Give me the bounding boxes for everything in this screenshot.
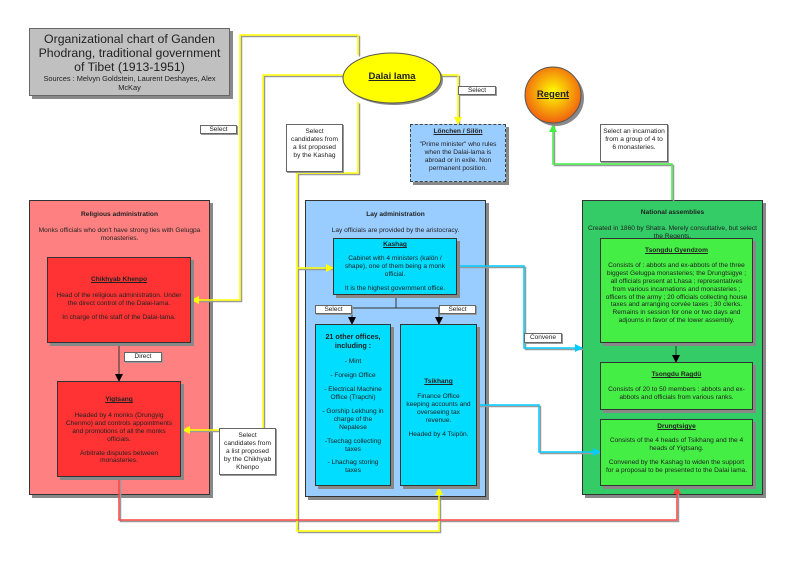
regent-node [524,66,582,124]
office-item: - Foreign Office [330,372,376,380]
drungtsigye-p2: Convened by the Kashag to widen the supp… [605,458,748,474]
lonchen-text: "Prime minister" who rules when the Dala… [419,140,497,172]
connector-dalai-to-lonchen [440,74,462,125]
yigtsang-p1: Headed by 4 monks (Drungyig Chenmo) and … [65,411,173,443]
lonchen-title: Lönchen / Silön [433,128,483,135]
select-label-offices: Select [315,305,352,314]
chart-title: Organizational chart of Ganden Phodrang,… [38,32,221,74]
lay-header: Lay administration [366,211,425,218]
national-subtitle: Created in 1860 by Shatra. Merely consul… [588,224,757,240]
kashag-p2: It is the highest government office. [344,284,446,292]
drungtsigye-title: Drungtsigye [657,423,696,430]
yigtsang-title: Yigtsang [105,396,133,403]
chikhyab-title: Chikhyab Khenpo [90,276,148,283]
select-label-tsikhang: Select [439,305,476,314]
drungtsigye-p1: Consists of the 4 heads of Tsikhang and … [609,436,744,452]
gyendzom-p1: Consists of : abbots and ex-abbots of th… [605,261,748,309]
national-header: National assemblies [640,209,705,216]
regent-label[interactable]: Regent [536,89,570,100]
chikhyab-p1: Head of the religious administration. Un… [56,291,182,307]
tsikhang-title: Tsikhang [424,378,453,385]
kashag-box: Kashag Cabinet with 4 ministers (kalön /… [333,238,457,295]
yigtsang-p2: Arbitrate disputes between monasteries. [79,449,159,465]
tsikhang-p1: Finance Office keeping accounts and over… [406,392,471,424]
title-box: Organizational chart of Ganden Phodrang,… [29,28,230,96]
religious-subtitle: Monks officials who don't have strong ti… [38,226,201,242]
ragdu-p1: Consists of 20 to 50 members : abbots an… [608,385,745,401]
lay-subtitle: Lay officials are provided by the aristo… [331,226,460,234]
tsongdu-ragdu-box: Tsongdu Ragdü Consists of 20 to 50 membe… [600,362,753,410]
lonchen-box: Lönchen / Silön "Prime minister" who rul… [410,124,506,182]
kashag-title: Kashag [383,241,407,248]
dalai-lama-label[interactable]: Dalai lama [368,71,416,82]
select-candidates-kashag-note: Select candidates from a list proposed b… [286,124,343,172]
convene-label: Convene [524,333,562,343]
tsongdu-gyendzom-box: Tsongdu Gyendzom Consists of : abbots an… [600,238,753,343]
chikhyab-khenpo-box: Chikhyab Khenpo Head of the religious ad… [47,257,191,343]
connector-dalai-to-tsikhang [296,102,443,532]
connector-kashag-convene [457,265,583,352]
religious-header: Religious administration [81,211,158,218]
ragdu-title: Tsongdu Ragdü [651,371,702,378]
office-item: - Lhachag storing taxes [327,459,379,475]
drungtsigye-box: Drungtsigye Consists of the 4 heads of T… [600,419,753,486]
chikhyab-p2: In charge of the staff of the Dalai-lama… [62,313,176,321]
office-item: -Tsechag collecting taxes [324,437,382,453]
office-item: - Gorship Lekhung in charge of the Nepal… [322,407,384,431]
select-label-left: Select [200,125,237,134]
connector-national-to-regent [549,124,673,200]
select-candidates-chikhyab-note: Select candidates from a list proposed b… [219,428,276,475]
dalai-lama-node [342,52,442,104]
connector-tsikhang-to-drungtsigye [476,404,601,456]
office-item: - Mint [344,358,362,366]
tsikhang-box: Tsikhang Finance Office keeping accounts… [400,324,477,486]
gyendzom-title: Tsongdu Gyendzom [645,247,708,254]
tsikhang-p2: Headed by 4 Tsipön. [408,430,469,438]
direct-label: Direct [124,352,162,362]
select-incarnation-note: Select an incarnation from a group of 4 … [600,124,668,162]
select-label-lonchen: Select [458,86,496,95]
connector-yigtsang-to-drungtsigye [118,477,681,521]
office-item: - Electrical Machine Office (Trapchi) [324,386,382,401]
yigtsang-box: Yigtsang Headed by 4 monks (Drungyig Che… [57,381,181,477]
gyendzom-p2: Remains in session for one or two days a… [612,309,741,325]
offices-title: 21 other offices, including : [325,332,381,350]
other-offices-box: 21 other offices, including : - Mint - F… [315,324,391,486]
chart-sources: Sources : Melvyn Goldstein, Laurent Desh… [43,74,216,92]
kashag-p1: Cabinet with 4 ministers (kalön / shape)… [344,254,446,278]
connector-dalai-to-chikhyab [191,34,359,304]
